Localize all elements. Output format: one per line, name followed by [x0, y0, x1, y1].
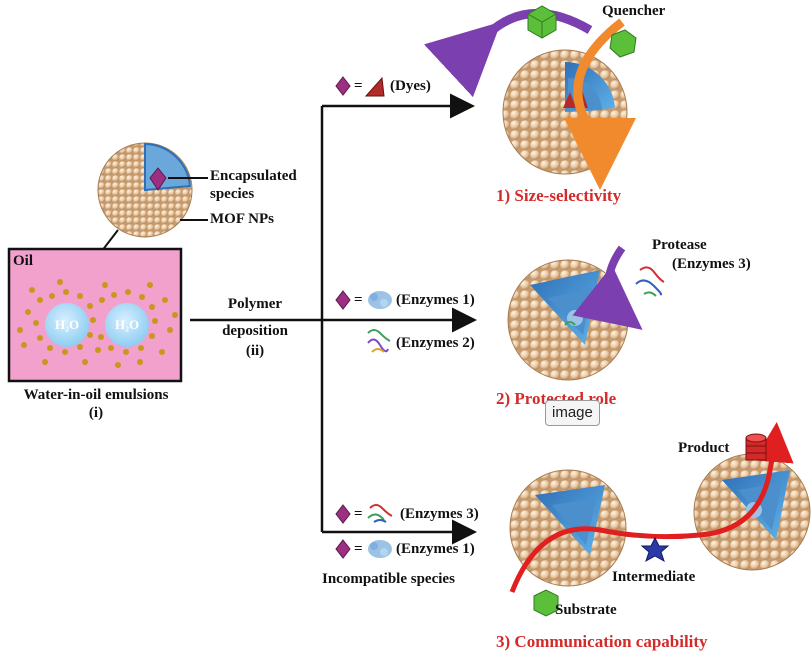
quencher-label: Quencher: [602, 3, 666, 19]
quencher-polyhedron-icon: [609, 29, 637, 58]
small-mof-particle: [97, 142, 193, 238]
image-badge[interactable]: image: [545, 400, 600, 426]
quencher-cube-icon: [527, 5, 557, 39]
communication-particle-left: [509, 469, 627, 587]
substrate-label: Substrate: [555, 602, 617, 618]
enzymes1-label: (Enzymes 1): [396, 292, 475, 308]
enzyme1-icon: [368, 291, 392, 309]
intermediate-star-icon: [640, 536, 670, 563]
enzyme1-icon-b: [368, 540, 392, 558]
dye-pass-arrow: [563, 18, 636, 190]
protease-icon: [635, 266, 665, 297]
step-ii-label: (ii): [245, 343, 265, 359]
equals-sign: =: [354, 292, 363, 308]
intermediate-label: Intermediate: [612, 569, 696, 585]
protease-enzyme-label: (Enzymes 3): [672, 256, 751, 272]
deposition-label: deposition: [222, 323, 288, 339]
enzyme3-icon: [367, 504, 393, 523]
species-diamond-icons: [335, 76, 351, 559]
water-droplet: [45, 303, 89, 347]
substrate-icon: [533, 589, 559, 617]
h2o-label: H₂O: [55, 317, 80, 332]
h2o-label: H₂O: [115, 317, 140, 332]
size-selectivity-title: 1) Size-selectivity: [496, 186, 622, 205]
oil-box: [7, 247, 183, 383]
cascade-flow-arrow: [509, 422, 794, 593]
communication-title: 3) Communication capability: [496, 632, 708, 651]
emulsions-label: Water-in-oil emulsions: [23, 387, 169, 403]
dyes-label: (Dyes): [390, 78, 431, 94]
dye-cone-icon: [364, 76, 385, 97]
protease-block-arrow: [572, 245, 643, 330]
product-icon: [745, 433, 767, 461]
protease-label: Protease: [652, 237, 707, 253]
water-droplet: [105, 303, 149, 347]
size-selectivity-particle: [502, 49, 628, 175]
enzymes3-label: (Enzymes 3): [400, 506, 479, 522]
mof-dots: [17, 279, 178, 368]
flow-lines: [190, 93, 477, 545]
oil-label: Oil: [13, 253, 34, 269]
step-i-label: (i): [88, 405, 104, 421]
encapsulated-label: Encapsulated: [210, 168, 297, 184]
enzymes1-label-b: (Enzymes 1): [396, 541, 475, 557]
equals-sign: =: [354, 506, 363, 522]
equals-sign: =: [354, 541, 363, 557]
polymer-label: Polymer: [227, 296, 283, 312]
enzymes2-label: (Enzymes 2): [396, 335, 475, 351]
product-label: Product: [678, 440, 730, 456]
equals-sign: =: [354, 78, 363, 94]
incompatible-label: Incompatible species: [322, 571, 455, 587]
species-label: species: [210, 186, 255, 202]
mof-nps-label: MOF NPs: [210, 211, 275, 227]
enzyme2-icon: [367, 329, 391, 353]
